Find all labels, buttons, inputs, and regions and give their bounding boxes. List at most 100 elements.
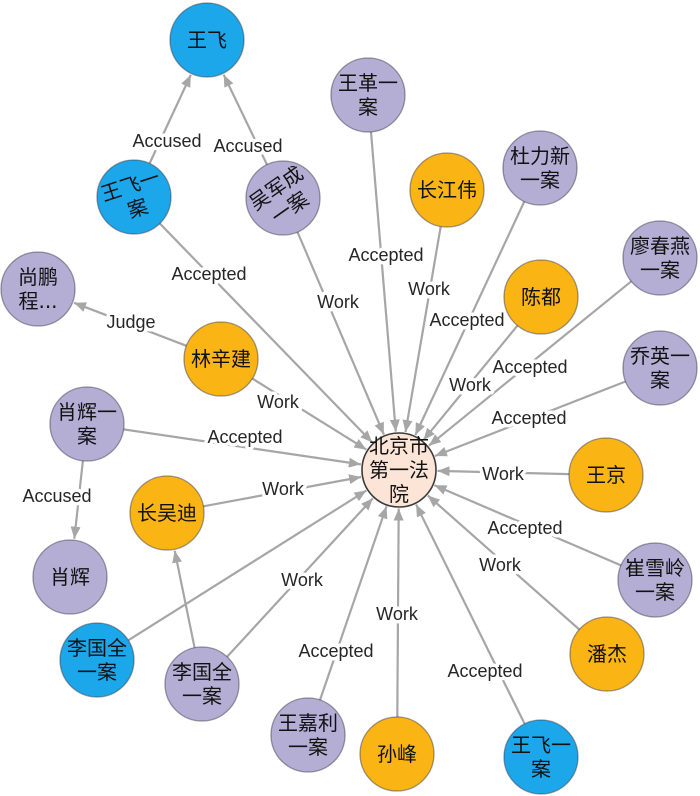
graph-node[interactable]: 孙峰 (359, 716, 435, 792)
edge-arrow (434, 380, 626, 458)
edge-arrow (296, 231, 385, 436)
edge-label: Work (281, 570, 324, 590)
graph-node[interactable]: 长吴迪 (129, 475, 205, 551)
node-label: 第一法 (369, 458, 429, 482)
node-circle (361, 432, 437, 508)
edge-arrow (203, 474, 362, 508)
edge-label: Accepted (348, 245, 423, 265)
edge-label: Accepted (487, 518, 562, 538)
node-circle (568, 437, 644, 513)
edge-label: Accepted (491, 408, 566, 428)
node-label-group: 长吴迪 (137, 501, 197, 525)
graph-node[interactable]: 潘杰 (569, 616, 645, 692)
edge-arrow (226, 497, 374, 658)
node-label: 长吴迪 (137, 501, 197, 525)
edge-arrow (172, 550, 196, 649)
edge-label: Accepted (298, 641, 373, 661)
edge-label: Work (257, 392, 300, 412)
node-label-group: 王京 (586, 463, 626, 487)
edges-layer (70, 74, 632, 725)
node-label: 一案 (520, 168, 560, 192)
node-label: 程... (18, 289, 57, 313)
edge-label: Accepted (171, 264, 246, 284)
edge-arrow (159, 222, 373, 444)
node-label-group: 王飞 (187, 28, 227, 52)
edge-arrow (415, 504, 526, 725)
edge-label: Work (408, 279, 451, 299)
node-label: 王飞 (187, 28, 227, 52)
node-circle (569, 616, 645, 692)
edge-label: Work (449, 375, 492, 395)
graph-node[interactable]: 林辛建 (183, 321, 259, 397)
edge-arrow (148, 74, 192, 164)
edge-arrow (369, 131, 400, 432)
node-label-group: 长江伟 (417, 178, 477, 202)
graph-node[interactable]: 长江伟 (409, 152, 485, 228)
node-circle (59, 622, 135, 698)
edge-label: Work (482, 464, 525, 484)
edge-arrow (433, 484, 622, 567)
node-label: 杜力新 (510, 144, 570, 168)
node-circle (96, 159, 172, 235)
node-label: 王京 (586, 463, 626, 487)
node-circle (49, 386, 125, 462)
node-label: 案 (650, 368, 670, 392)
edge-arrow (427, 494, 581, 631)
edge-label: Work (317, 292, 360, 312)
node-label-group: 潘杰 (587, 642, 627, 666)
edge-arrow (123, 428, 362, 468)
node-label: 案 (77, 424, 97, 448)
node-circle (622, 330, 698, 406)
edge-arrow (127, 489, 367, 642)
graph-node[interactable]: 王京 (568, 437, 644, 513)
node-label-group: 肖辉 (50, 565, 90, 589)
node-label: 乔英一 (630, 344, 690, 368)
node-label: 王飞一 (511, 733, 571, 757)
graph-node[interactable]: 尚鹏程... (0, 251, 76, 327)
edge-arrow (437, 466, 570, 477)
node-label: 孙峰 (377, 742, 417, 766)
edge-label: Accepted (207, 427, 282, 447)
node-circle (245, 160, 321, 236)
node-label: 一案 (182, 684, 222, 708)
graph-node[interactable]: 王飞 (169, 2, 245, 78)
node-circle (164, 646, 240, 722)
node-label: 王革一 (338, 71, 398, 95)
edge-label: Accused (213, 136, 282, 156)
node-label: 肖辉 (50, 565, 90, 589)
node-circle (169, 2, 245, 78)
graph-node[interactable]: 肖辉 (32, 539, 108, 615)
node-label: 长江伟 (417, 178, 477, 202)
edge-label: Accepted (447, 661, 522, 681)
node-circle (622, 220, 698, 296)
node-circle (617, 542, 693, 618)
node-label-group: 林辛建 (191, 347, 251, 371)
edge-label: Accepted (492, 357, 567, 377)
node-circle (359, 716, 435, 792)
node-label: 案 (358, 95, 378, 119)
node-circle (270, 697, 346, 773)
graph-node[interactable]: 陈都 (503, 259, 579, 335)
edge-arrow (318, 506, 388, 701)
edge-arrow (402, 226, 442, 433)
node-circle (32, 539, 108, 615)
